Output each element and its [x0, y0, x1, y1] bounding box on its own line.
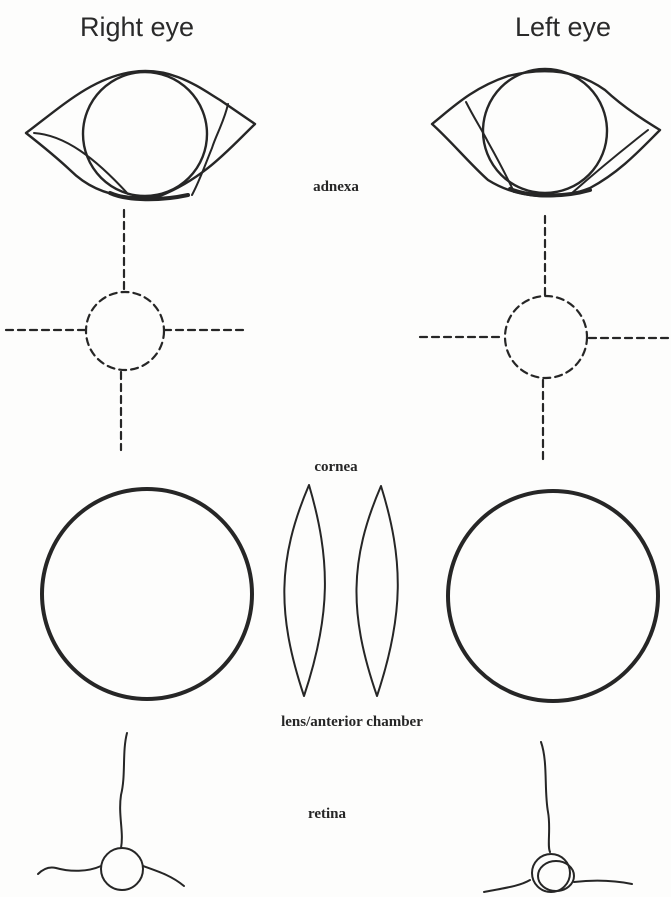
right-lens-circle — [42, 489, 252, 699]
left-eyelid-inner-line — [572, 130, 648, 193]
right-eyelid-inner-line — [34, 133, 128, 194]
right-eyelid-outline — [26, 71, 255, 197]
left-optic-nerve-line — [541, 742, 550, 852]
lens-anterior-chamber-label: lens/anterior chamber — [281, 714, 423, 730]
left-cornea-circle — [505, 296, 587, 378]
right-eye-heading: Right eye — [80, 12, 194, 42]
left-retina-vessel-right — [574, 881, 632, 884]
left-optic-disc-overlay — [538, 861, 574, 891]
left-cornea-crosshair — [420, 216, 671, 460]
right-lens-profile — [284, 485, 325, 696]
right-retina-vessel-right — [143, 866, 184, 886]
right-eyeball — [83, 72, 207, 196]
right-retina-drawing — [38, 733, 184, 890]
right-cornea-crosshair — [6, 210, 244, 450]
left-eyelid-outline — [432, 71, 660, 196]
cornea-label: cornea — [314, 459, 358, 475]
left-retina-vessel-left — [484, 880, 530, 892]
adnexa-label: adnexa — [313, 179, 359, 195]
left-lens-profile — [356, 486, 397, 696]
right-optic-disc — [101, 848, 143, 890]
left-retina-drawing — [484, 742, 632, 892]
right-eye-adnexa-drawing — [26, 71, 255, 199]
right-cornea-circle — [86, 292, 164, 370]
left-eye-adnexa-drawing — [432, 69, 660, 196]
left-eye-heading: Left eye — [515, 12, 611, 42]
left-eyeball — [483, 69, 607, 193]
left-lens-circle — [448, 491, 658, 701]
right-eye-lesion-line — [192, 104, 228, 195]
right-optic-nerve-line — [120, 733, 127, 848]
right-retina-vessel-left — [38, 866, 101, 874]
retina-label: retina — [308, 806, 347, 822]
left-eye-lesion-line — [466, 102, 514, 192]
